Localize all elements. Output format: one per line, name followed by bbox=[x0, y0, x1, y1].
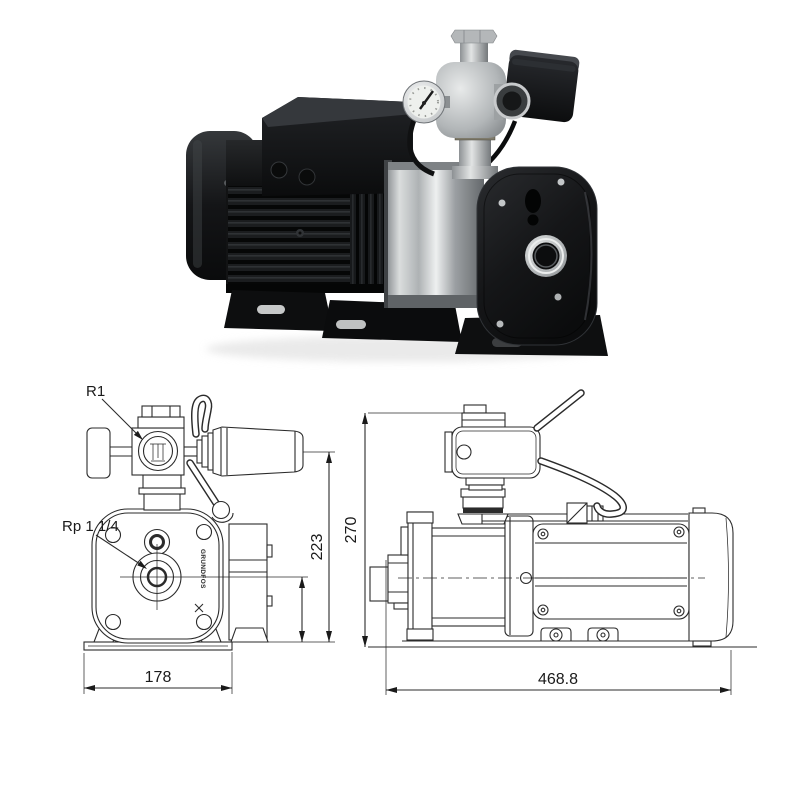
svg-text:270: 270 bbox=[343, 517, 360, 544]
side-sleeve bbox=[431, 527, 506, 627]
gauge-needle bbox=[419, 90, 434, 110]
side-pm-unit bbox=[444, 404, 541, 491]
side-view-drawing: 270 468.8 bbox=[343, 389, 757, 695]
svg-text:R1: R1 bbox=[86, 383, 105, 400]
pressure-manager-assembly bbox=[402, 29, 580, 179]
front-pump-face: GRUNDFOS bbox=[91, 508, 224, 644]
svg-text:Rp 1 1/4: Rp 1 1/4 bbox=[62, 518, 119, 535]
dim-port-height-unlabeled bbox=[299, 577, 305, 642]
side-pump-head bbox=[406, 511, 434, 641]
knockout-hole bbox=[298, 168, 316, 186]
label-suction-port: Rp 1 1/4 bbox=[62, 518, 147, 569]
side-suction-port bbox=[369, 526, 409, 610]
dim-base-width: 178 bbox=[83, 652, 233, 694]
front-valve bbox=[86, 405, 304, 479]
svg-text:223: 223 bbox=[309, 534, 326, 561]
motor-corner-screws bbox=[537, 526, 685, 617]
knockout-hole bbox=[270, 161, 288, 179]
brand-logo-x bbox=[194, 603, 204, 613]
dim-height-to-axis: 223 bbox=[309, 452, 332, 642]
terminal-box bbox=[262, 97, 413, 196]
gauge-cable bbox=[407, 119, 435, 177]
svg-text:178: 178 bbox=[145, 669, 172, 686]
front-motor-silhouette bbox=[228, 523, 273, 643]
svg-text:468.8: 468.8 bbox=[538, 671, 578, 688]
product-photo bbox=[186, 29, 608, 362]
brand-mark-text: GRUNDFOS bbox=[199, 549, 206, 589]
top-port-hex bbox=[450, 29, 498, 44]
side-discharge-head bbox=[457, 488, 534, 637]
pressure-gauge bbox=[402, 80, 450, 124]
side-hoses bbox=[533, 389, 627, 518]
dim-overall-length: 468.8 bbox=[385, 560, 732, 695]
dim-overall-height: 270 bbox=[343, 412, 497, 647]
front-view-drawing: GRUNDFOS bbox=[62, 383, 335, 694]
front-gauge-edge bbox=[86, 427, 111, 479]
side-feet bbox=[540, 627, 619, 642]
pump-sleeve bbox=[384, 160, 484, 308]
priming-slot bbox=[525, 189, 541, 213]
front-hoses bbox=[186, 394, 234, 523]
pump-head bbox=[476, 166, 598, 346]
side-fan-cover bbox=[688, 507, 734, 647]
label-top-port: R1 bbox=[86, 383, 143, 440]
